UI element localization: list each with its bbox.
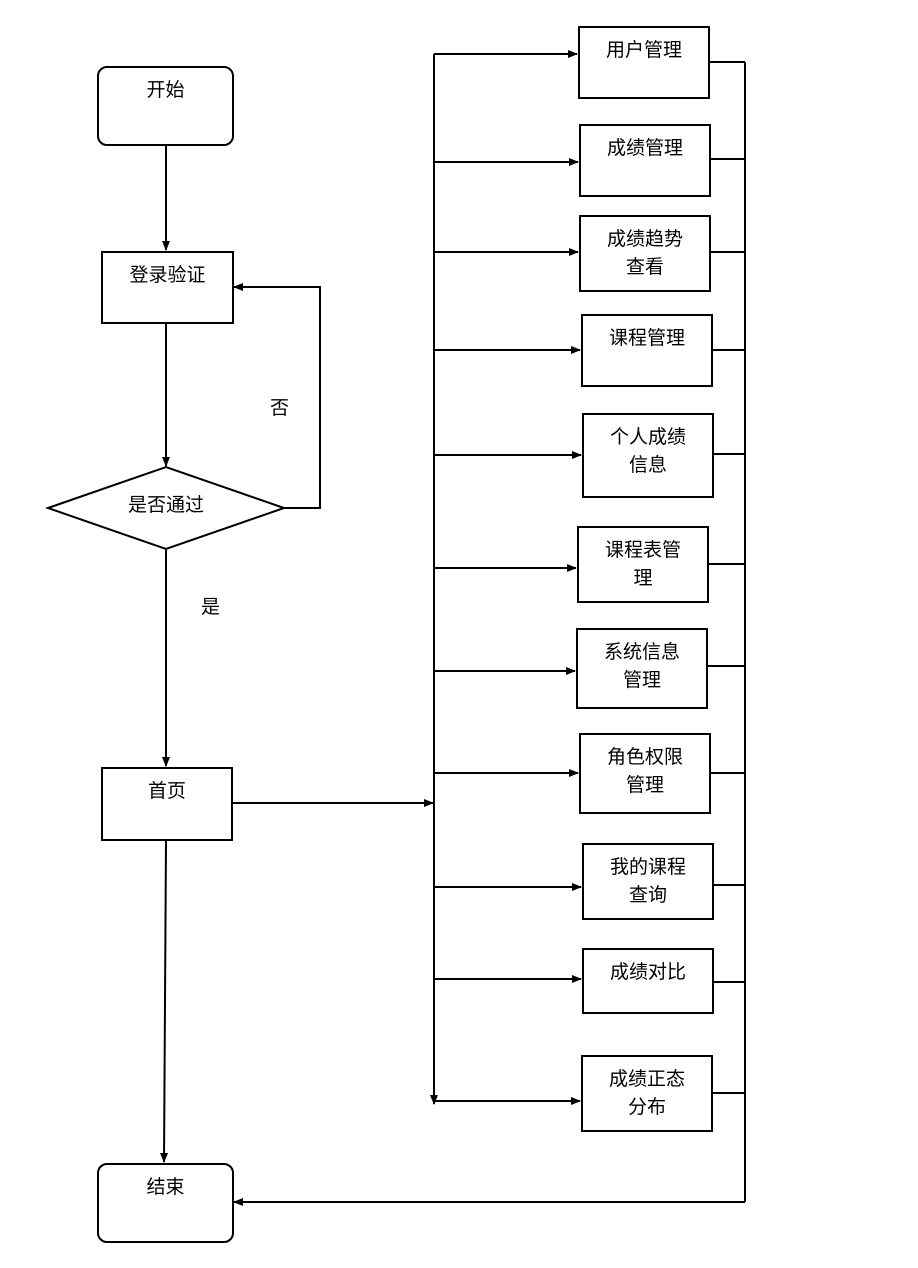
module-node-6: 课程表管理 — [577, 526, 709, 603]
module-node-5: 个人成绩信息 — [582, 413, 714, 498]
module-label-line: 理 — [633, 567, 653, 589]
module-node-2: 成绩管理 — [579, 124, 711, 197]
home-node: 首页 — [101, 767, 233, 841]
module-label-line: 课程管理 — [608, 327, 685, 349]
module-label-line: 课程表管 — [604, 539, 681, 561]
module-connectors — [434, 50, 745, 1105]
module-label-line: 查看 — [625, 256, 664, 278]
module-label-line: 个人成绩 — [609, 426, 686, 448]
no-label: 否 — [270, 397, 290, 419]
module-label-line: 成绩正态 — [608, 1068, 685, 1090]
module-label-line: 角色权限 — [606, 746, 683, 768]
module-label-line: 管理 — [625, 774, 664, 796]
module-node-4: 课程管理 — [581, 314, 713, 387]
module-label-line: 成绩对比 — [609, 961, 686, 983]
module-label-line: 查询 — [628, 884, 667, 906]
module-label-line: 管理 — [622, 669, 661, 691]
edge-home-to-end — [160, 840, 169, 1163]
decision-diamond — [44, 465, 288, 551]
end-node: 结束 — [97, 1163, 234, 1243]
home-label: 首页 — [147, 780, 186, 802]
start-node: 开始 — [97, 66, 234, 146]
module-node-1: 用户管理 — [578, 26, 710, 99]
module-node-9: 我的课程查询 — [582, 843, 714, 920]
decision-label: 是否通过 — [127, 494, 204, 516]
login-label: 登录验证 — [129, 264, 206, 286]
module-node-8: 角色权限管理 — [579, 733, 711, 814]
module-node-3: 成绩趋势查看 — [579, 215, 711, 292]
login-node: 登录验证 — [101, 251, 234, 324]
module-label-line: 我的课程 — [609, 856, 686, 878]
module-label-line: 信息 — [628, 454, 667, 476]
module-node-7: 系统信息管理 — [576, 628, 708, 709]
module-label-line: 分布 — [627, 1096, 666, 1118]
end-label: 结束 — [146, 1176, 185, 1198]
start-label: 开始 — [146, 79, 185, 101]
module-label-line: 成绩趋势 — [606, 228, 683, 250]
module-label-line: 系统信息 — [603, 641, 680, 663]
module-node-11: 成绩正态分布 — [581, 1055, 713, 1132]
edge-decision-no-loop — [233, 283, 321, 509]
module-label-line: 用户管理 — [605, 39, 682, 61]
module-label-line: 成绩管理 — [606, 137, 683, 159]
yes-label: 是 — [201, 596, 221, 618]
module-node-10: 成绩对比 — [582, 948, 714, 1014]
